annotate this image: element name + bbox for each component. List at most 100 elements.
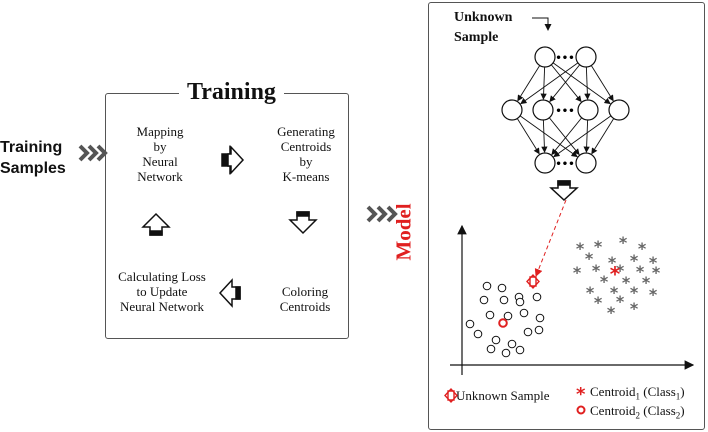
legend-centroid2: Centroid2 (Class2) [590,403,685,424]
nn-node [532,99,554,121]
cluster2-point [491,335,501,345]
nn-edge [591,118,615,155]
cluster1-point: * [585,249,594,268]
cluster1-point: * [592,261,601,280]
cluster1-point: * [616,292,625,311]
cluster1-point: * [616,261,625,280]
legend-unknown-icon [444,387,458,404]
cluster1-point: * [630,283,639,302]
nn-node [577,99,599,121]
legend-centroid1-class: (Class [640,384,676,399]
cluster1-point: * [573,263,582,282]
nn-edge [552,62,611,105]
block-arrow-icon [218,278,241,308]
neural-network-icon [516,17,615,158]
cluster2-point [507,339,517,349]
nn-edge [548,117,580,156]
circle-marker-icon [576,405,586,415]
cluster2-point [485,310,495,320]
legend-unknown-sample: Unknown Sample [456,388,550,403]
cluster2-point [523,327,533,337]
legend-centroid1-close: ) [680,384,685,399]
nn-ellipsis: ••• [555,53,574,64]
legend-centroid1-prefix: Centroid [590,384,636,399]
cluster2-point [515,297,525,307]
cluster1-point: * [638,239,647,258]
training-title: Training [179,78,284,106]
legend-centroid1: Centroid1 (Class1) [590,384,685,405]
unknown-sample-marker [526,273,540,290]
cluster1-point: * [594,237,603,256]
step-generating-centroids: Generating Centroids by K-means [277,124,335,184]
cluster2-point [465,319,475,329]
cluster2-point [473,329,483,339]
cluster2-point [535,313,545,323]
nn-edge [540,66,547,100]
nn-edge [590,65,614,102]
nn-edge [541,119,548,153]
cluster2-point [519,308,529,318]
cluster2-point [499,295,509,305]
nn-edge [551,117,583,156]
cluster1-point: * [607,303,616,322]
legend-centroid1-sub: 1 [635,391,641,402]
centroid1-marker: * [610,262,621,286]
cluster1-point: * [594,293,603,312]
cluster1-point: * [642,273,651,292]
step-mapping: Mapping by Neural Network [136,124,184,184]
legend-centroid2-class: (Class [640,403,676,418]
block-arrow-icon [141,212,171,236]
cluster1-point: * [630,251,639,270]
nn-edge [553,115,612,158]
nn-ellipsis: ••• [555,106,574,117]
cluster2-point [501,348,511,358]
step-coloring-centroids: Coloring Centroids [279,284,331,314]
nn-edge [550,64,582,103]
model-box [428,2,705,430]
step-calculating-loss: Calculating Loss to Update Neural Networ… [118,269,206,314]
legend-centroid1-class-sub: 1 [675,391,681,402]
nn-edge [516,118,540,155]
legend-centroid2-class-sub: 2 [675,410,681,421]
block-arrow-icon [288,211,318,235]
nn-node [501,99,523,121]
nn-ellipsis: ••• [555,159,574,170]
legend-centroid2-close: ) [680,403,685,418]
block-arrow-icon [549,180,579,202]
cluster1-point: * [652,263,661,282]
chevron-arrows-icon [78,144,108,162]
cluster2-point [482,281,492,291]
nn-node [608,99,630,121]
training-samples-label: Training Samples [0,137,66,179]
legend-centroid2-prefix: Centroid [590,403,636,418]
cluster1-point: * [600,272,609,291]
cluster2-point [515,345,525,355]
cluster2-point [497,283,507,293]
legend-centroid2-sub: 2 [635,410,641,421]
cluster2-point [532,292,542,302]
cluster1-point: * [586,283,595,302]
asterisk-marker-icon: * [576,384,586,405]
nn-edge [583,119,590,153]
nn-edge [519,115,578,158]
cluster1-point: * [608,253,617,272]
cluster2-point [503,311,513,321]
chevron-arrows-icon [366,205,398,223]
nn-edge [517,65,541,102]
cluster2-point [534,325,544,335]
cluster1-point: * [649,253,658,272]
cluster1-point: * [576,239,585,258]
block-arrow-icon [221,145,245,175]
scatter-plot: ************************* [450,199,695,375]
unknown-sample-label: Unknown Sample [454,10,513,45]
nn-node [575,46,597,68]
nn-node [534,46,556,68]
centroid2-marker [498,318,508,328]
cluster1-point: * [636,262,645,281]
cluster2-point [486,344,496,354]
nn-edge [549,64,581,103]
nn-node [534,152,556,174]
nn-edge [520,62,579,105]
cluster1-point: * [619,233,628,252]
